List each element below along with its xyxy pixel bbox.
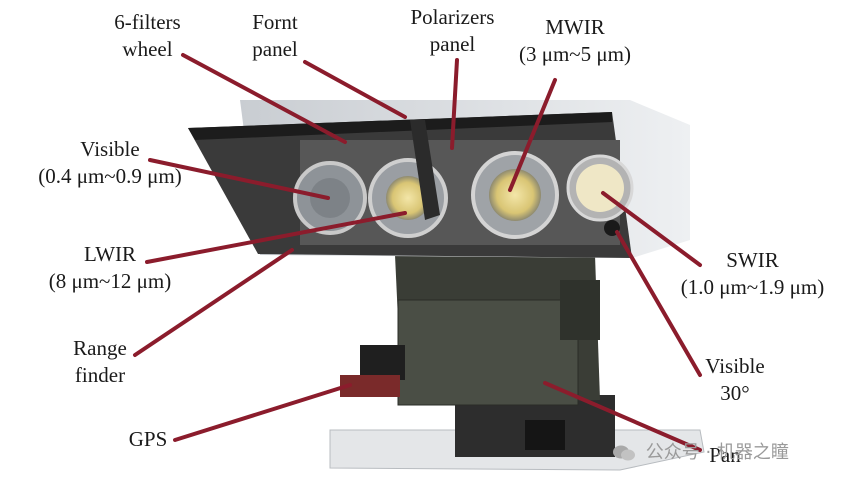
label-range-finder: Range finder xyxy=(60,335,140,389)
label-mwir: MWIR (3 μm~5 μm) xyxy=(500,14,650,68)
gimbal xyxy=(395,255,600,406)
leader-lwir xyxy=(145,211,407,264)
label-visible-30: Visible 30° xyxy=(690,353,780,407)
label-swir-line2: (1.0 μm~1.9 μm) xyxy=(680,275,825,299)
label-visible-line1: Visible xyxy=(80,137,140,161)
label-polarizers-panel-line2: panel xyxy=(429,32,476,56)
label-swir: SWIR (1.0 μm~1.9 μm) xyxy=(655,247,850,301)
leader-gps xyxy=(173,383,352,442)
watermark-text: 公众号 · 机器之瞳 xyxy=(645,442,789,463)
label-front-panel: Fornt panel xyxy=(240,9,310,63)
label-lwir-line1: LWIR xyxy=(83,242,137,266)
label-gps-text: GPS xyxy=(128,427,168,451)
label-filters-wheel-line1: 6-filters xyxy=(114,10,181,34)
leader-visible xyxy=(148,158,330,200)
leader-mwir xyxy=(508,78,557,192)
range-finder-unit xyxy=(340,345,405,397)
label-range-finder-line1: Range xyxy=(73,336,127,360)
label-visible: Visible (0.4 μm~0.9 μm) xyxy=(10,136,210,190)
label-filters-wheel-line2: wheel xyxy=(122,37,173,61)
leader-lines xyxy=(133,53,702,452)
label-pan: Pan xyxy=(700,442,750,469)
label-pan-text: Pan xyxy=(709,443,741,467)
label-visible-30-line2: 30° xyxy=(720,381,750,405)
watermark: 公众号 · 机器之瞳 xyxy=(612,438,789,464)
leader-polarizers-panel xyxy=(450,58,459,150)
lens-array xyxy=(293,120,634,239)
label-polarizers-panel-line1: Polarizers xyxy=(410,5,495,29)
label-polarizers-panel: Polarizers panel xyxy=(390,4,515,58)
label-front-panel-line2: panel xyxy=(252,37,298,61)
leader-front-panel xyxy=(303,60,407,119)
label-lwir-line2: (8 μm~12 μm) xyxy=(48,269,172,293)
wechat-icon xyxy=(613,445,635,461)
leader-visible-30 xyxy=(615,230,702,377)
label-mwir-line2: (3 μm~5 μm) xyxy=(518,42,632,66)
label-visible-line2: (0.4 μm~0.9 μm) xyxy=(38,164,182,188)
label-mwir-line1: MWIR xyxy=(545,15,605,39)
label-swir-line1: SWIR xyxy=(726,248,779,272)
label-range-finder-line2: finder xyxy=(74,363,126,387)
label-filters-wheel: 6-filters wheel xyxy=(95,9,200,63)
leader-swir xyxy=(601,191,702,267)
label-lwir: LWIR (8 μm~12 μm) xyxy=(25,241,195,295)
leader-filters-wheel xyxy=(181,53,347,144)
leader-pan xyxy=(543,381,702,452)
label-front-panel-line1: Fornt xyxy=(252,10,298,34)
label-gps: GPS xyxy=(118,426,178,453)
leader-range-finder xyxy=(133,248,294,357)
label-visible-30-line1: Visible xyxy=(705,354,765,378)
